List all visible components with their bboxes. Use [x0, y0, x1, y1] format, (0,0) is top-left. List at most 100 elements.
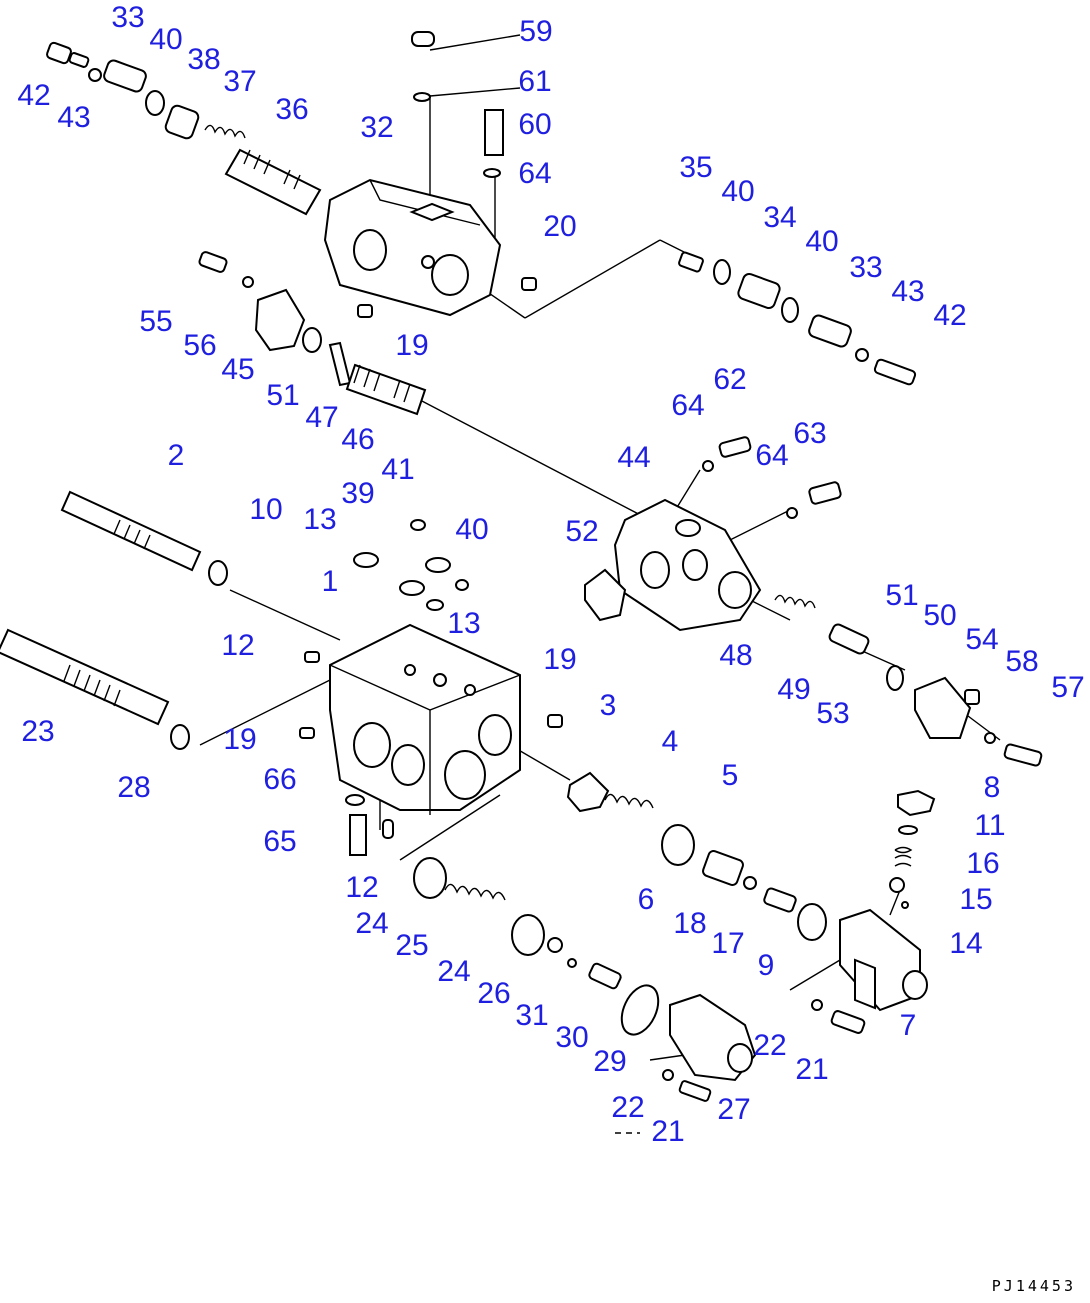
- callout-51-right: 51: [885, 579, 919, 612]
- piston-49-shape: [828, 623, 870, 655]
- callout-64-top: 64: [518, 157, 552, 190]
- valve-block-44: [613, 498, 762, 632]
- callout-38: 38: [187, 43, 221, 76]
- callout-66: 66: [263, 763, 297, 796]
- callout-61: 61: [518, 65, 552, 98]
- plug-12-top-shape: [304, 651, 320, 663]
- callout-9: 9: [757, 949, 775, 982]
- callout-40-top-right-b: 40: [805, 225, 839, 258]
- bolt-60-shape: [484, 109, 504, 156]
- washer-61-shape: [413, 92, 431, 102]
- callout-57: 57: [1051, 671, 1085, 704]
- callout-26: 26: [477, 977, 511, 1010]
- leader-lines: [199, 34, 1001, 1061]
- drawing-code: PJ14453: [991, 1277, 1076, 1295]
- callout-4: 4: [661, 725, 679, 758]
- spool-2: [60, 490, 228, 586]
- callout-7: 7: [899, 1009, 917, 1042]
- callout-18: 18: [673, 907, 707, 940]
- washer-64-shape: [483, 168, 501, 178]
- callout-46: 46: [341, 423, 375, 456]
- callout-40-top-left: 40: [149, 23, 183, 56]
- middle-spool-assembly: [198, 251, 427, 416]
- callout-22-bottom: 22: [611, 1091, 645, 1124]
- top-spool-assembly: [46, 41, 322, 216]
- callout-59: 59: [519, 15, 553, 48]
- callout-42-top-right: 42: [933, 299, 967, 332]
- callout-23: 23: [21, 715, 55, 748]
- upper-valve-block: [323, 178, 502, 317]
- callout-12-bottom: 12: [345, 871, 379, 904]
- callout-47: 47: [305, 401, 339, 434]
- plug-19-left-shape: [299, 727, 315, 739]
- callout-37: 37: [223, 65, 257, 98]
- callout-17: 17: [711, 927, 745, 960]
- callout-39: 39: [341, 477, 375, 510]
- callout-19-top: 19: [395, 329, 429, 362]
- callout-14: 14: [949, 927, 983, 960]
- callout-20: 20: [543, 210, 577, 243]
- callout-21-right: 21: [795, 1053, 829, 1086]
- retainer-24-shape: [413, 857, 447, 899]
- callout-13-left: 13: [303, 503, 337, 536]
- callout-33-top-right: 33: [849, 251, 883, 284]
- cover-50-shape: [914, 676, 972, 739]
- callout-6: 6: [637, 883, 655, 916]
- main-valve-body: [329, 623, 521, 815]
- callout-22-right: 22: [753, 1029, 787, 1062]
- callout-52: 52: [565, 515, 599, 548]
- callout-44: 44: [617, 441, 651, 474]
- callout-15: 15: [959, 883, 993, 916]
- plug-19-right-shape: [547, 714, 563, 728]
- callout-32: 32: [360, 111, 394, 144]
- callout-33-top-left: 33: [111, 1, 145, 34]
- callout-54: 54: [965, 623, 999, 656]
- callout-64-middle-b: 64: [755, 439, 789, 472]
- retainer-5-shape: [661, 824, 695, 866]
- bolt-57-shape: [1003, 743, 1043, 767]
- callout-64-middle-a: 64: [671, 389, 705, 422]
- plug-20-shape: [521, 277, 537, 291]
- callout-43-top-right: 43: [891, 275, 925, 308]
- callout-48: 48: [719, 639, 753, 672]
- callout-56: 56: [183, 329, 217, 362]
- callout-25: 25: [395, 929, 429, 962]
- callout-19-left: 19: [223, 723, 257, 756]
- plug-59-shape: [411, 31, 435, 47]
- callout-31: 31: [515, 999, 549, 1032]
- plug-19-top-shape: [357, 304, 373, 318]
- callout-60: 60: [518, 108, 552, 141]
- callout-49: 49: [777, 673, 811, 706]
- callout-13-right: 13: [447, 607, 481, 640]
- spring-4-shape: [604, 793, 654, 809]
- callout-40-top-right-a: 40: [721, 175, 755, 208]
- callout-19-right: 19: [543, 643, 577, 676]
- callout-5: 5: [721, 759, 739, 792]
- callout-2: 2: [167, 439, 185, 472]
- callout-65: 65: [263, 825, 297, 858]
- callout-51-middle: 51: [266, 379, 300, 412]
- callout-35: 35: [679, 151, 713, 184]
- callout-45: 45: [221, 353, 255, 386]
- seal-52-shape: [584, 568, 627, 622]
- bolt-63-shape: [808, 481, 842, 505]
- callout-43-top-left: 43: [57, 101, 91, 134]
- callout-12-top: 12: [221, 629, 255, 662]
- callout-28: 28: [117, 771, 151, 804]
- callout-58: 58: [1005, 645, 1039, 678]
- callout-3: 3: [599, 689, 617, 722]
- callout-16: 16: [966, 847, 1000, 880]
- spring-48-shape: [774, 594, 816, 609]
- plug-8-shape: [897, 789, 936, 817]
- spool-23: [0, 628, 190, 750]
- callout-34: 34: [763, 201, 797, 234]
- callout-40-middle: 40: [455, 513, 489, 546]
- callout-27: 27: [717, 1093, 751, 1126]
- callout-1: 1: [321, 565, 339, 598]
- callout-62: 62: [713, 363, 747, 396]
- callout-50: 50: [923, 599, 957, 632]
- callout-11: 11: [974, 809, 1006, 842]
- callout-53: 53: [816, 697, 850, 730]
- callout-63: 63: [793, 417, 827, 450]
